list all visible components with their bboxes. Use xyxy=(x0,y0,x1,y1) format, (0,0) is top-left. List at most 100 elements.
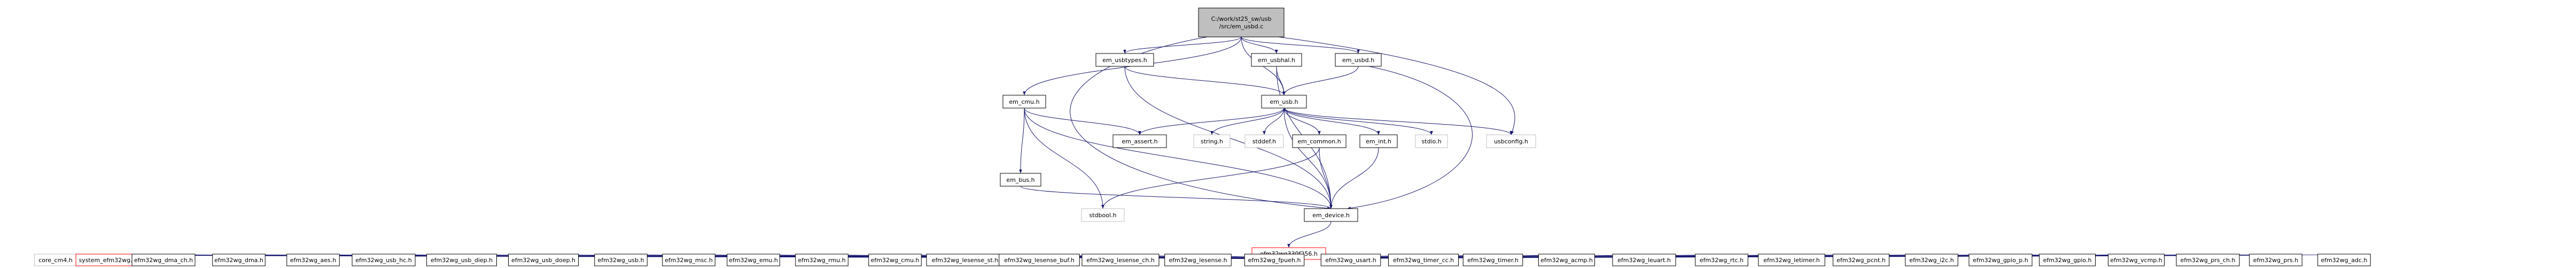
node-label: efm32wg_msc.h xyxy=(665,257,713,264)
node-b23[interactable]: efm32wg_letimer.h xyxy=(1758,254,1825,266)
node-b21[interactable]: efm32wg_leuart.h xyxy=(1612,254,1676,266)
node-label: efm32wg_timer_cc.h xyxy=(1393,257,1454,264)
node-label: efm32wg_adc.h xyxy=(2321,257,2367,264)
node-em-bus[interactable]: em_bus.h xyxy=(1000,173,1041,187)
edge-em_usb-to-stdio xyxy=(1283,108,1433,135)
node-b02[interactable]: efm32wg_dma.h xyxy=(212,254,266,266)
node-label: efm32wg_timer.h xyxy=(1467,257,1519,264)
node-b26[interactable]: efm32wg_gpio_p.h xyxy=(1968,254,2033,266)
node-b20[interactable]: efm32wg_acmp.h xyxy=(1538,254,1595,266)
node-b14[interactable]: efm32wg_lesense_ch.h xyxy=(1081,254,1159,266)
node-em-cmu[interactable]: em_cmu.h xyxy=(1002,95,1046,109)
node-b25[interactable]: efm32wg_i2c.h xyxy=(1905,254,1958,266)
node-label: core_cm4.h xyxy=(38,257,73,264)
node-b05[interactable]: efm32wg_usb_diep.h xyxy=(426,254,497,266)
node-em-usbhal[interactable]: em_usbhal.h xyxy=(1251,53,1302,67)
node-b01[interactable]: efm32wg_dma_ch.h xyxy=(131,254,196,266)
node-b16[interactable]: efm32wg_fpueh.h xyxy=(1244,254,1305,266)
node-label: efm32wg_usb_diep.h xyxy=(431,257,493,264)
node-b18[interactable]: efm32wg_timer_cc.h xyxy=(1388,254,1459,266)
edge-root-to-em_usbtypes xyxy=(1123,36,1242,54)
node-em-int[interactable]: em_int.h xyxy=(1359,134,1398,148)
node-stdio: stdio.h xyxy=(1415,134,1448,148)
node-label: efm32wg_lesense_st.h xyxy=(932,257,999,264)
dependency-nodes: C:/work/st25_sw/usb/src/em_usbd.c em_usbt… xyxy=(34,7,2371,266)
node-core-cm4: core_cm4.h xyxy=(34,254,77,266)
node-box xyxy=(999,254,1080,266)
node-label: efm32wg_usb.h xyxy=(598,257,644,264)
node-b22[interactable]: efm32wg_rtc.h xyxy=(1695,254,1748,266)
node-label: em_int.h xyxy=(1366,138,1391,145)
node-b09[interactable]: efm32wg_emu.h xyxy=(727,254,780,266)
node-b29[interactable]: efm32wg_prs_ch.h xyxy=(2176,254,2240,266)
node-box xyxy=(1261,95,1307,109)
node-box xyxy=(1486,134,1536,148)
node-box xyxy=(508,254,579,266)
node-box xyxy=(1335,53,1382,67)
node-system-efm32wg[interactable]: system_efm32wg.h xyxy=(75,254,139,266)
node-label: efm32wg_usb_doep.h xyxy=(511,257,575,264)
node-box xyxy=(1388,254,1459,266)
edge-em_cmu-to-em_assert xyxy=(1024,108,1141,135)
node-b13[interactable]: efm32wg_lesense_buf.h xyxy=(999,254,1080,266)
node-b03[interactable]: efm32wg_aes.h xyxy=(286,254,340,266)
node-em-common[interactable]: em_common.h xyxy=(1292,134,1347,148)
node-box xyxy=(1095,53,1154,67)
node-box xyxy=(2176,254,2240,266)
node-label: efm32wg_gpio_p.h xyxy=(1973,257,2028,264)
edge-em_usb-to-em_int xyxy=(1283,108,1380,135)
edge-em_common-to-em_device xyxy=(1319,147,1333,209)
edge-em_usbd-to-em_device xyxy=(1347,66,1473,210)
node-label: stdio.h xyxy=(1421,138,1441,145)
node-b10[interactable]: efm32wg_rmu.h xyxy=(795,254,849,266)
node-label: em_common.h xyxy=(1297,138,1341,145)
edge-em_int-to-em_device xyxy=(1329,147,1379,209)
node-b17[interactable]: efm32wg_usart.h xyxy=(1320,254,1381,266)
edge-em_bus-to-em_device xyxy=(1020,186,1333,209)
node-b19[interactable]: efm32wg_timer.h xyxy=(1462,254,1523,266)
node-b06[interactable]: efm32wg_usb_doep.h xyxy=(508,254,579,266)
node-b15[interactable]: efm32wg_lesense.h xyxy=(1164,254,1232,266)
edge-em_usb-to-stddef xyxy=(1263,108,1285,135)
node-em-usbd[interactable]: em_usbd.h xyxy=(1335,53,1382,67)
node-em-assert[interactable]: em_assert.h xyxy=(1112,134,1167,148)
node-box xyxy=(1002,95,1046,109)
node-box xyxy=(1244,254,1305,266)
node-root[interactable]: C:/work/st25_sw/usb/src/em_usbd.c xyxy=(1198,7,1285,37)
node-label: efm32wg_letimer.h xyxy=(1763,257,1820,264)
node-label: /src/em_usbd.c xyxy=(1219,23,1264,30)
node-b04[interactable]: efm32wg_usb_hc.h xyxy=(352,254,416,266)
node-b27[interactable]: efm32wg_gpio.h xyxy=(2039,254,2096,266)
node-label: efm32wg_usb_hc.h xyxy=(355,257,412,264)
node-b07[interactable]: efm32wg_usb.h xyxy=(594,254,648,266)
node-label: efm32wg_rmu.h xyxy=(798,257,845,264)
node-box xyxy=(1538,254,1595,266)
node-b30[interactable]: efm32wg_prs.h xyxy=(2249,254,2302,266)
node-b11[interactable]: efm32wg_cmu.h xyxy=(868,254,922,266)
node-em-device[interactable]: em_device.h xyxy=(1304,208,1358,222)
node-b28[interactable]: efm32wg_vcmp.h xyxy=(2108,254,2165,266)
node-b08[interactable]: efm32wg_msc.h xyxy=(662,254,715,266)
node-em-usb[interactable]: em_usb.h xyxy=(1261,95,1307,109)
edge-em_usb-to-usbconfig xyxy=(1283,108,1513,135)
node-label: usbconfig.h xyxy=(1494,138,1528,145)
node-b31[interactable]: efm32wg_adc.h xyxy=(2317,254,2371,266)
node-label: efm32wg_fpueh.h xyxy=(1248,257,1301,264)
node-label: efm32wg_gpio.h xyxy=(2043,257,2092,264)
edge-em_usb-to-em_common xyxy=(1283,108,1321,135)
node-box xyxy=(1292,134,1347,148)
edge-em_usb-to-em_device xyxy=(1283,108,1333,209)
node-box xyxy=(2317,254,2371,266)
node-label: em_bus.h xyxy=(1006,177,1034,183)
node-box xyxy=(2039,254,2096,266)
node-em-usbtypes[interactable]: em_usbtypes.h xyxy=(1095,53,1154,67)
node-label: efm32wg_acmp.h xyxy=(1540,257,1593,264)
node-b24[interactable]: efm32wg_pcnt.h xyxy=(1833,254,1889,266)
node-label: efm32wg_usart.h xyxy=(1325,257,1376,264)
node-b12[interactable]: efm32wg_lesense_st.h xyxy=(926,254,1004,266)
node-box xyxy=(1320,254,1381,266)
node-stdbool: stdbool.h xyxy=(1081,208,1125,222)
node-box xyxy=(212,254,266,266)
node-box xyxy=(286,254,340,266)
